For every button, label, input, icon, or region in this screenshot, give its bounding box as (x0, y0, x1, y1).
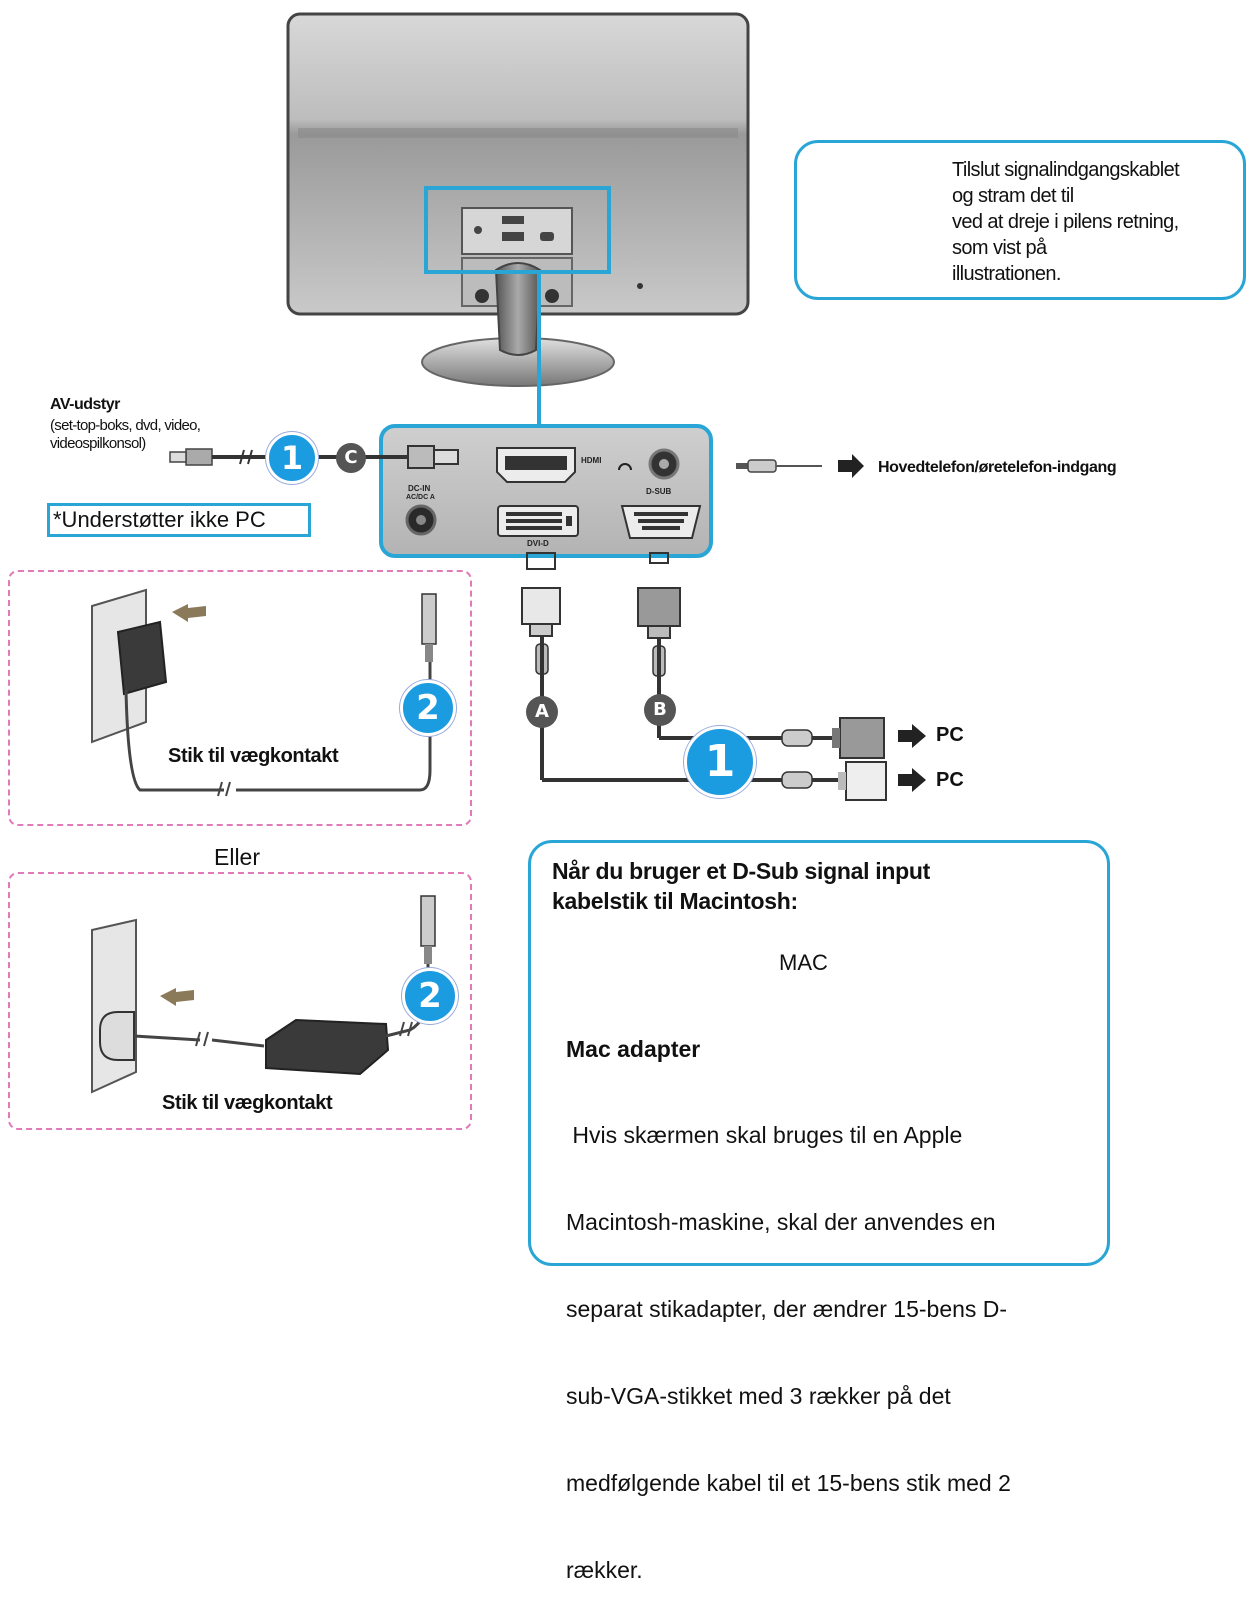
av-subtitle-line: videospilkonsol) (50, 435, 146, 452)
dc-in-sub-label: AC/DC A (406, 494, 435, 501)
or-label: Eller (214, 844, 261, 870)
mac-body-line: medfølgende kabel til et 15-bens stik me… (566, 1470, 1011, 1496)
mac-label: MAC (779, 950, 828, 975)
power-option-2-art (91, 895, 436, 1094)
power-option-2-box (8, 872, 472, 1130)
badge-c: C (336, 443, 366, 473)
mac-callout (528, 840, 1110, 1266)
port-panel-zoom (379, 424, 713, 570)
badge-a: A (526, 696, 558, 728)
tighten-line: og stram det til (952, 185, 1074, 207)
hdmi-label: HDMI (581, 456, 602, 465)
av-subtitle-line: (set-top-boks, dvd, video, (50, 417, 201, 434)
mac-adapter-title: Mac adapter (566, 1036, 701, 1062)
tighten-instructions: Tilslut signalindgangskablet og stram de… (952, 157, 1180, 287)
headphone-icon (618, 463, 632, 471)
vga-symbol-icon (649, 552, 669, 564)
monitor-back (286, 12, 750, 428)
port-highlight-frame (424, 186, 611, 274)
av-equipment-title: AV-udstyr (50, 396, 120, 413)
mac-body-line: Hvis skærmen skal bruges til en Apple (566, 1122, 963, 1148)
dsub-label: D-SUB (646, 487, 672, 496)
mac-body-line: sub-VGA-stikket med 3 rækker på det (566, 1383, 951, 1409)
step-2-badge-2: 2 (402, 968, 458, 1024)
monitor-stand-neck (494, 262, 542, 356)
pc-label-dvi: PC (936, 769, 964, 791)
ac-plug (99, 1011, 135, 1061)
badge-b: B (644, 694, 676, 726)
tighten-callout (794, 140, 1246, 300)
arrow-left-icon-2 (160, 988, 194, 1006)
headphone-plug (736, 454, 864, 478)
av-equipment-subtitle: (set-top-boks, dvd, video, videospilkons… (50, 417, 201, 453)
power-option-1-art (91, 588, 437, 797)
tighten-line: som vist på (952, 237, 1047, 259)
mac-heading-line: Når du bruger et D-Sub signal input (552, 858, 930, 884)
arrow-right-icon-pc2 (898, 768, 926, 792)
tighten-line: Tilslut signalindgangskablet (952, 159, 1180, 181)
arrow-left-icon-1 (172, 604, 206, 622)
mac-heading-line: kabelstik til Macintosh: (552, 888, 798, 914)
dvi-symbol-icon (526, 552, 556, 570)
wall-adapter (116, 620, 168, 696)
mac-body-line: rækker. (566, 1557, 643, 1583)
power-brick (265, 1018, 390, 1076)
mac-body-line: separat stikadapter, der ændrer 15-bens … (566, 1296, 1008, 1322)
tighten-line: illustrationen. (952, 263, 1061, 285)
step-1-badge-av: 1 (266, 432, 318, 484)
dc-in-label: DC-IN (408, 484, 431, 493)
arrow-right-icon (838, 454, 864, 478)
tighten-line: ved at dreje i pilens retning, (952, 211, 1179, 233)
arrow-right-icon-pc1 (898, 724, 926, 748)
step-1-badge-pc: 1 (684, 726, 756, 798)
step-2-badge-1: 2 (400, 680, 456, 736)
mac-heading: Når du bruger et D-Sub signal input kabe… (552, 856, 930, 916)
mac-adapter-body: Hvis skærmen skal bruges til en Apple Ma… (566, 1063, 1011, 1614)
wall-outlet-label-1: Stik til vægkontakt (168, 745, 339, 767)
power-option-1-box (8, 570, 472, 826)
av-cable (169, 445, 459, 469)
rear-port-panel (461, 207, 573, 255)
pc-note: *Understøtter ikke PC (53, 507, 266, 532)
wall-outlet-label-2: Stik til vægkontakt (162, 1092, 333, 1114)
pc-note-box (47, 503, 311, 537)
pc-label-vga: PC (936, 724, 964, 746)
headphone-label: Hovedtelefon/øretelefon-indgang (878, 459, 1117, 476)
mac-body-line: Macintosh-maskine, skal der anvendes en (566, 1209, 996, 1235)
dvi-label: DVI-D (527, 539, 549, 548)
